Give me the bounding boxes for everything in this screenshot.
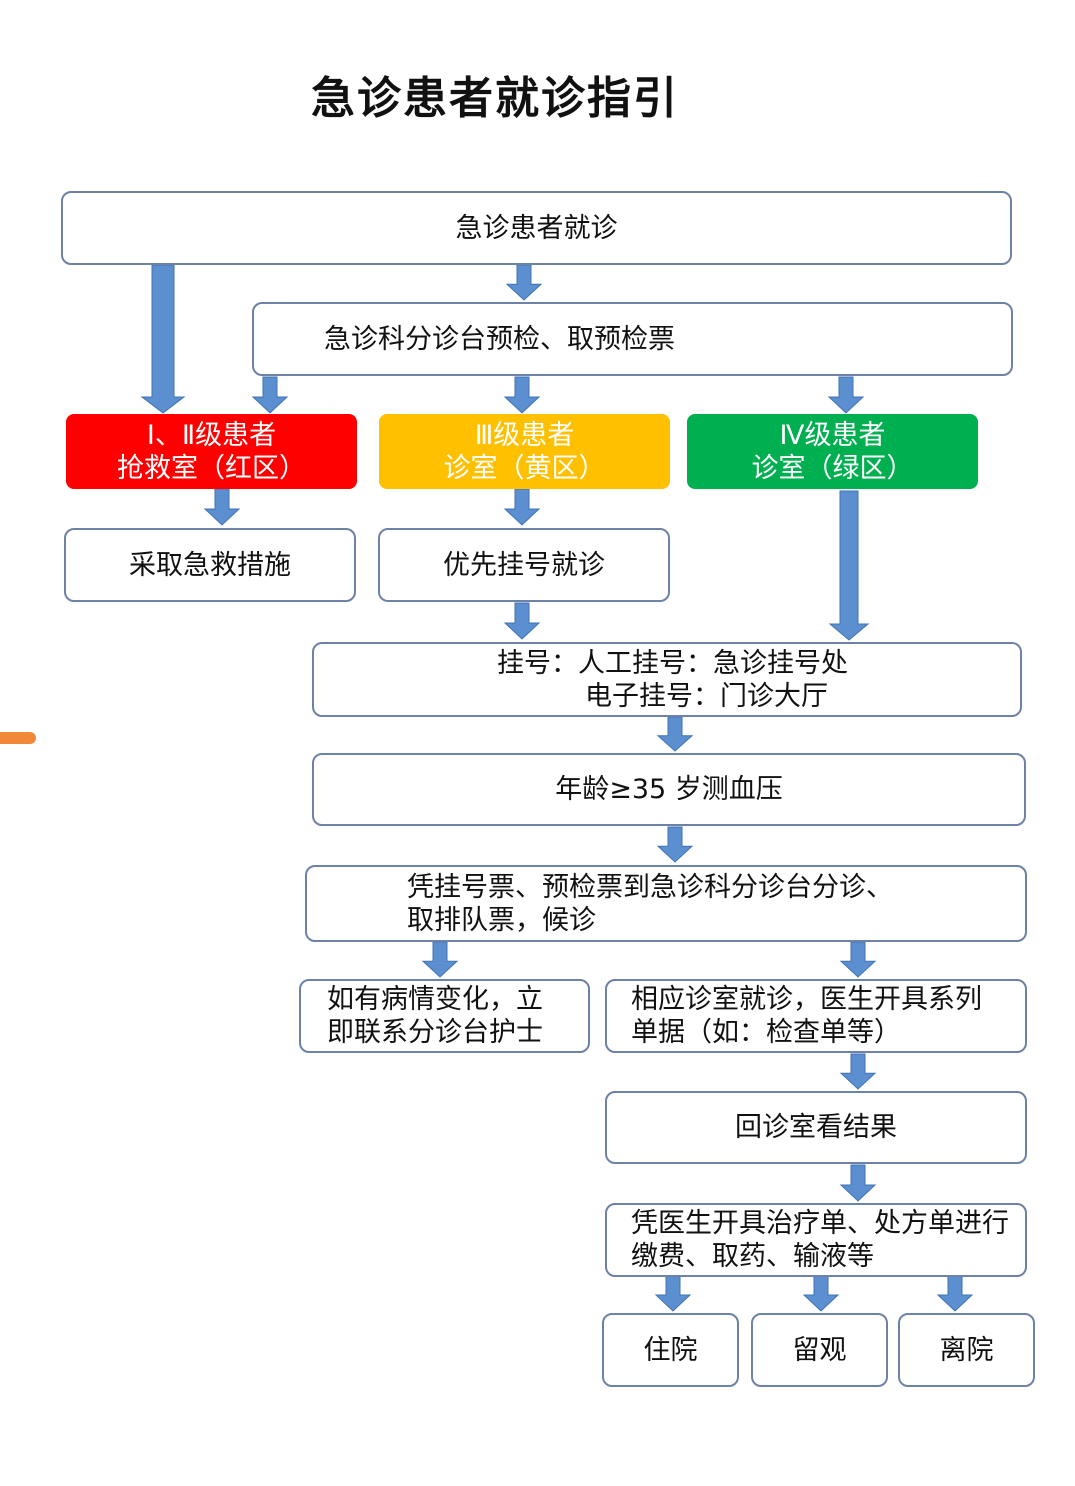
contact-nurse-line2: 即联系分诊台护士 (327, 1017, 543, 1048)
arrow-queue-to-consult (839, 941, 877, 978)
green-zone-line1: Ⅳ级患者 (779, 419, 886, 451)
red-zone-line2: 抢救室（红区） (117, 452, 306, 484)
registration-line2: 电子挂号：门诊大厅 (585, 680, 828, 712)
arrow-start-to-red (140, 264, 186, 414)
payment-line2: 缴费、取药、输液等 (631, 1241, 874, 1272)
arrow-yellow-to-priority (503, 488, 541, 526)
payment-line1: 凭医生开具治疗单、处方单进行 (631, 1208, 1009, 1239)
triage-node-label: 急诊科分诊台预检、取预检票 (324, 323, 675, 355)
arrow-triage-to-red (251, 376, 289, 414)
hospitalize-node: 住院 (602, 1313, 739, 1387)
arrow-red-to-rescue (203, 488, 241, 526)
arrow-bp-to-queue (656, 826, 694, 863)
blood-pressure-label: 年龄≥35 岁测血压 (555, 774, 783, 805)
green-zone-line2: 诊室（绿区） (751, 452, 914, 484)
contact-nurse-line1: 如有病情变化，立 (327, 984, 543, 1015)
consult-node: 相应诊室就诊，医生开具系列 单据（如：检查单等） (605, 979, 1027, 1053)
arrow-results-to-payment (839, 1164, 877, 1202)
arrow-consult-to-results (839, 1053, 877, 1090)
rescue-node: 采取急救措施 (64, 528, 356, 602)
consult-line1: 相应诊室就诊，医生开具系列 (631, 984, 982, 1015)
arrow-triage-to-green (827, 376, 865, 414)
yellow-zone-line2: 诊室（黄区） (443, 452, 606, 484)
priority-node: 优先挂号就诊 (378, 528, 670, 602)
hospitalize-label: 住院 (643, 1334, 698, 1366)
orange-tab-marker (0, 732, 36, 744)
start-node-label: 急诊患者就诊 (455, 212, 618, 244)
queue-line1: 凭挂号票、预检票到急诊科分诊台分诊、 (407, 871, 893, 903)
blood-pressure-node: 年龄≥35 岁测血压 (312, 753, 1026, 826)
page-title: 急诊患者就诊指引 (311, 73, 679, 124)
arrow-priority-to-registration (503, 602, 541, 640)
arrow-start-to-triage (505, 264, 543, 301)
start-node: 急诊患者就诊 (61, 191, 1012, 265)
payment-node: 凭医生开具治疗单、处方单进行 缴费、取药、输液等 (605, 1203, 1027, 1277)
triage-node: 急诊科分诊台预检、取预检票 (252, 302, 1013, 376)
arrow-queue-to-nurse (421, 941, 459, 978)
observe-label: 留观 (792, 1334, 847, 1366)
discharge-label: 离院 (939, 1334, 994, 1366)
arrow-payment-to-discharge (936, 1274, 974, 1312)
observe-node: 留观 (751, 1313, 888, 1387)
results-node: 回诊室看结果 (605, 1091, 1027, 1164)
red-zone-node: Ⅰ、Ⅱ级患者 抢救室（红区） (66, 414, 357, 489)
registration-line1: 挂号：人工挂号：急诊挂号处 (497, 647, 848, 679)
rescue-node-label: 采取急救措施 (129, 549, 291, 581)
discharge-node: 离院 (898, 1313, 1035, 1387)
red-zone-line1: Ⅰ、Ⅱ级患者 (146, 419, 277, 451)
priority-node-label: 优先挂号就诊 (443, 549, 605, 581)
contact-nurse-node: 如有病情变化，立 即联系分诊台护士 (299, 979, 590, 1053)
arrow-green-to-registration (828, 490, 870, 641)
arrow-payment-to-observe (802, 1274, 840, 1312)
arrow-registration-to-bp (656, 716, 694, 752)
queue-node: 凭挂号票、预检票到急诊科分诊台分诊、 取排队票，候诊 (305, 865, 1027, 942)
yellow-zone-line1: Ⅲ级患者 (474, 419, 575, 451)
results-node-label: 回诊室看结果 (735, 1112, 897, 1143)
arrow-payment-to-hospitalize (654, 1274, 692, 1312)
arrow-triage-to-yellow (503, 376, 541, 414)
green-zone-node: Ⅳ级患者 诊室（绿区） (687, 414, 978, 489)
consult-line2: 单据（如：检查单等） (631, 1017, 901, 1048)
registration-node: 挂号：人工挂号：急诊挂号处 电子挂号：门诊大厅 (312, 642, 1022, 717)
yellow-zone-node: Ⅲ级患者 诊室（黄区） (379, 414, 670, 489)
queue-line2: 取排队票，候诊 (407, 904, 596, 936)
